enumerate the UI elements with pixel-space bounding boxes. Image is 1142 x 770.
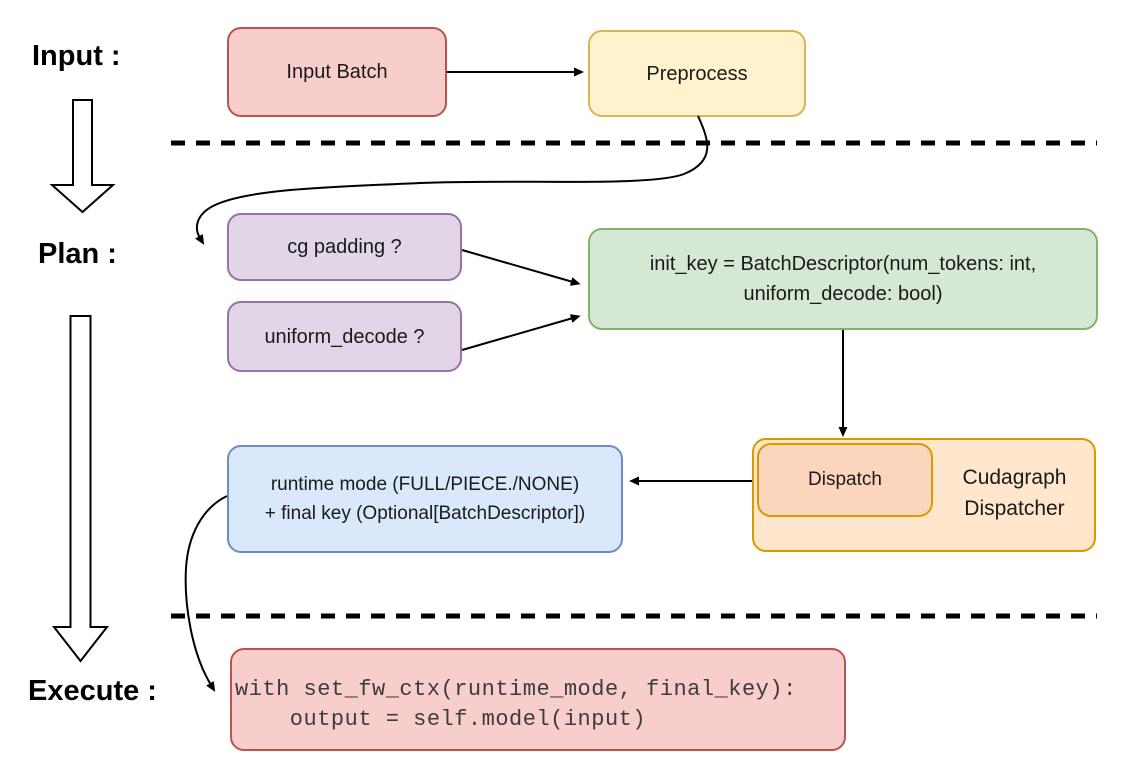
plan-stage-arrow-icon — [51, 315, 110, 663]
node-dispatch: Dispatch — [757, 443, 933, 517]
node-cg-padding-label: cg padding ? — [287, 236, 402, 258]
node-init-key-line1: init_key = BatchDescriptor(num_tokens: i… — [649, 253, 1037, 275]
node-uniform-decode-label: uniform_decode ? — [264, 325, 425, 348]
node-cudagraph-dispatcher-label: Cudagraph Dispatcher — [933, 462, 1096, 524]
execute-code-line2: output = self.model(input) — [235, 707, 647, 732]
node-init-key: init_key = BatchDescriptor(num_tokens: i… — [588, 228, 1098, 330]
cudagraph-label-line2: Dispatcher — [964, 497, 1065, 520]
node-preprocess-label: Preprocess — [646, 62, 748, 85]
node-runtime-result-line2: + final key (Optional[BatchDescriptor]) — [264, 503, 586, 524]
node-input-batch: Input Batch — [227, 27, 447, 117]
connector-runtimeresult-executecode — [184, 495, 228, 692]
node-preprocess: Preprocess — [588, 30, 806, 117]
connector-cgpadding-initkey — [461, 249, 581, 286]
node-init-key-line2: uniform_decode: bool) — [743, 283, 943, 305]
input-stage-arrow-icon — [49, 99, 116, 214]
node-input-batch-label: Input Batch — [286, 61, 388, 83]
execute-code-line1: with set_fw_ctx(runtime_mode, final_key)… — [235, 677, 797, 702]
node-execute-code: with set_fw_ctx(runtime_mode, final_key)… — [230, 648, 846, 751]
node-cg-padding: cg padding ? — [227, 213, 462, 281]
node-dispatch-label: Dispatch — [808, 469, 882, 490]
stage-label-plan: Plan : — [38, 238, 117, 270]
node-uniform-decode: uniform_decode ? — [227, 301, 462, 372]
node-runtime-result-line1: runtime mode (FULL/PIECE./NONE) — [270, 474, 580, 495]
cudagraph-label-line1: Cudagraph — [962, 466, 1067, 489]
connector-uniformdecode-initkey — [461, 314, 581, 351]
node-runtime-result: runtime mode (FULL/PIECE./NONE) + final … — [227, 445, 623, 553]
stage-label-execute: Execute : — [28, 675, 157, 707]
stage-label-input: Input : — [32, 40, 121, 72]
